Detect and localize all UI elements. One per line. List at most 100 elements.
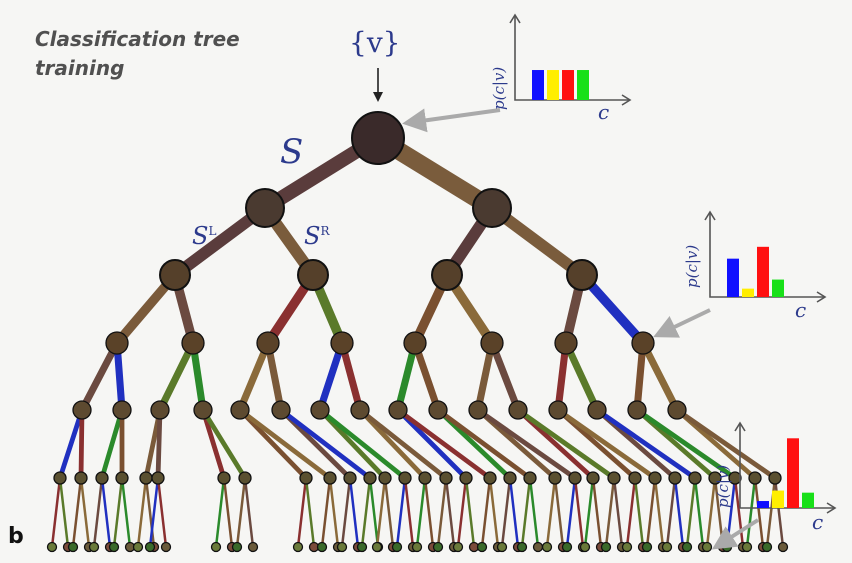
tree-edge — [395, 476, 407, 549]
split-node — [271, 400, 291, 420]
split-node — [245, 188, 285, 228]
leaf-node — [316, 541, 328, 553]
split-node — [688, 471, 702, 485]
split-node — [238, 471, 252, 485]
tree-edge — [444, 476, 456, 549]
tree-edge — [100, 476, 112, 549]
split-node — [503, 471, 517, 485]
split-node — [217, 471, 231, 485]
split-node — [95, 471, 109, 485]
split-node — [483, 471, 497, 485]
split-node — [310, 400, 330, 420]
tree-edge — [625, 476, 637, 549]
tree-edge — [583, 476, 595, 549]
tree-edge — [705, 476, 717, 549]
split-node — [627, 400, 647, 420]
tree-edge — [475, 407, 578, 481]
tree-edge — [753, 476, 765, 549]
tree-edge — [57, 407, 85, 481]
leaf-node — [661, 541, 673, 553]
tree-edge — [515, 407, 617, 481]
tree-edge — [612, 476, 624, 549]
x-axis-arrowhead — [826, 502, 837, 514]
tree-edge — [375, 476, 387, 549]
tree-edge — [120, 476, 132, 549]
histogram-bar — [742, 288, 754, 297]
hist1-y-label: p(c|v) — [490, 66, 508, 110]
split-node — [297, 259, 329, 291]
split-node — [667, 400, 687, 420]
split-node — [607, 471, 621, 485]
pointer-arrow — [711, 518, 760, 550]
split-node — [74, 471, 88, 485]
split-label-left-sup: L — [208, 224, 217, 238]
y-axis-arrowhead — [734, 421, 746, 432]
leaf-node — [356, 541, 368, 553]
tree-edge — [488, 339, 522, 414]
split-node — [398, 471, 412, 485]
tree-edge — [58, 476, 70, 549]
split-node — [668, 471, 682, 485]
leaf-node — [641, 541, 653, 553]
split-node — [53, 471, 67, 485]
leaf-node — [777, 541, 789, 553]
tree-edge — [591, 476, 603, 549]
tree-edge — [653, 476, 665, 549]
split-node — [139, 471, 153, 485]
tree-edge — [320, 476, 332, 549]
tree-edge — [71, 476, 83, 549]
leaf-node — [432, 541, 444, 553]
leaf-node — [741, 541, 753, 553]
tree-edge — [340, 476, 352, 549]
split-node — [587, 400, 607, 420]
split-label-left: SL — [192, 222, 216, 250]
leaf-node — [411, 541, 423, 553]
tree-edge — [395, 407, 493, 481]
split-node — [472, 188, 512, 228]
split-node — [105, 331, 129, 355]
tree-edge — [156, 339, 197, 414]
tree-edge — [403, 476, 415, 549]
split-node — [150, 400, 170, 420]
tree-edge — [237, 407, 309, 481]
split-node — [230, 400, 250, 420]
leaf-node — [371, 541, 383, 553]
histogram-bar — [802, 492, 814, 508]
leaf-node — [391, 541, 403, 553]
split-node — [403, 331, 427, 355]
split-node — [115, 471, 129, 485]
histogram-axes — [709, 212, 825, 298]
histogram-bar — [787, 438, 799, 508]
histogram-bar — [772, 490, 784, 508]
split-node — [468, 400, 488, 420]
leaf-node — [46, 541, 58, 553]
tree-edge — [555, 407, 658, 481]
tree-edge — [604, 476, 616, 549]
tree-edge — [278, 407, 373, 481]
tree-edge — [562, 339, 601, 414]
split-node — [459, 471, 473, 485]
tree-edge — [360, 476, 372, 549]
tree-edge — [488, 476, 500, 549]
tree-edge — [456, 476, 468, 549]
leaf-node — [761, 541, 773, 553]
histogram-bar — [757, 501, 769, 508]
histograms — [402, 13, 837, 550]
tree-edge — [235, 476, 247, 549]
leaf-node — [336, 541, 348, 553]
tree-edge — [243, 476, 255, 549]
split-node — [193, 400, 213, 420]
tree-edge — [685, 476, 697, 549]
tree-edge — [328, 476, 340, 549]
tree-edge — [237, 407, 333, 481]
tree-edge — [480, 476, 492, 549]
tree-edge — [357, 407, 449, 481]
root-node — [351, 111, 405, 165]
diagram-title: Classification tree training — [35, 25, 240, 83]
leaf-node — [88, 541, 100, 553]
tree-edge — [594, 407, 698, 481]
split-label-root: S — [280, 132, 304, 172]
tree-edge — [765, 476, 777, 549]
split-node — [439, 471, 453, 485]
split-node — [431, 259, 463, 291]
